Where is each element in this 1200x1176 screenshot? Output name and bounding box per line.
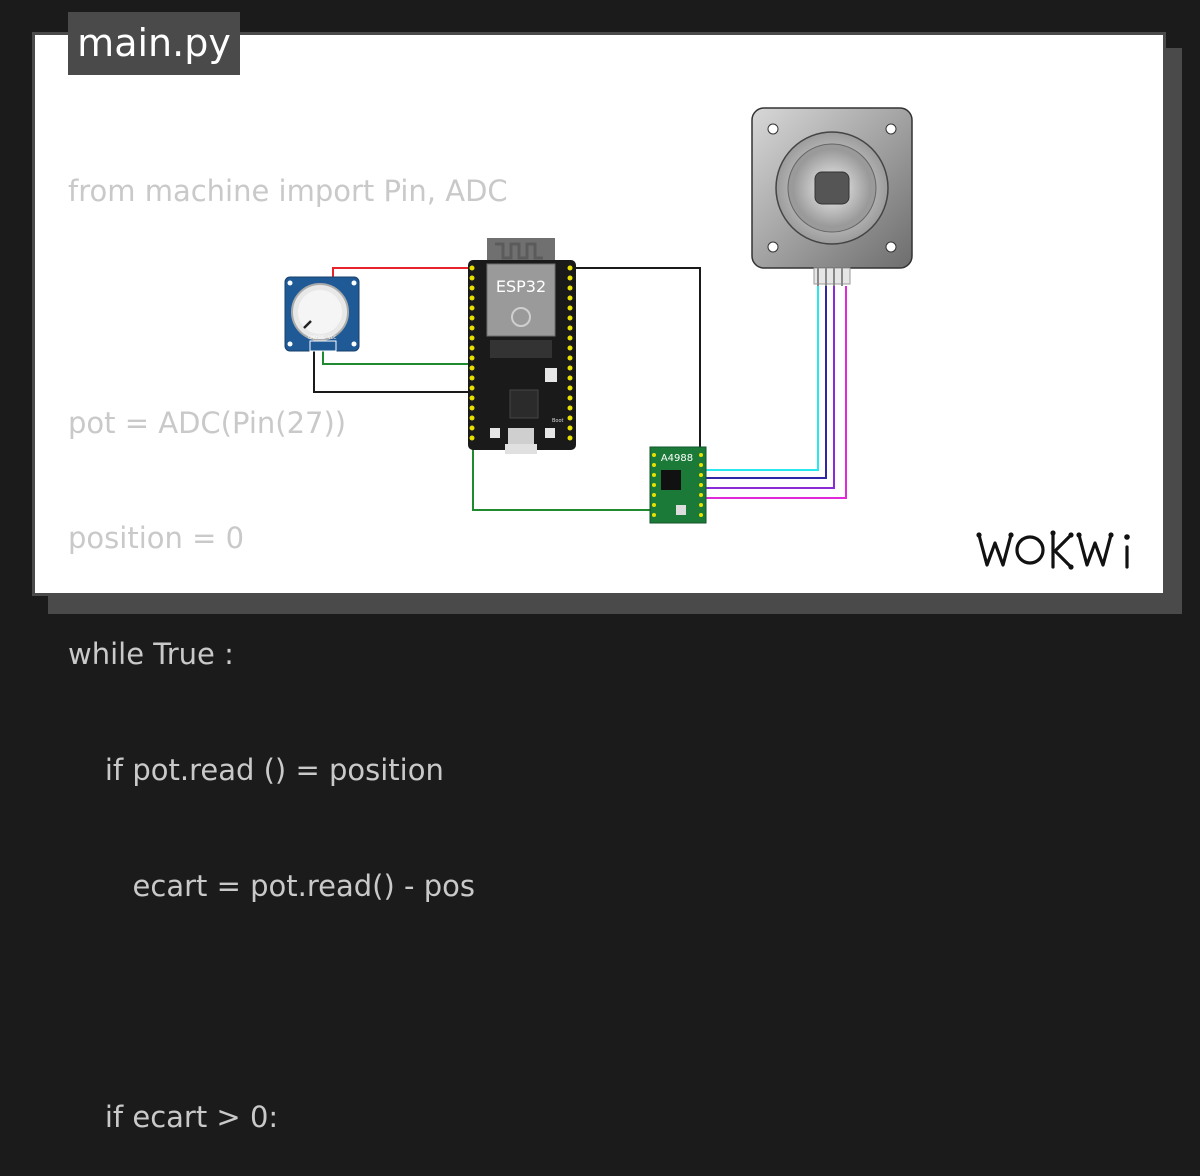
pot-pin-sig: SIG — [318, 335, 325, 340]
esp32-board[interactable]: ESP32 Boot — [468, 238, 576, 454]
code-line: while True : — [68, 637, 234, 672]
code-line: if pot.read () = position — [68, 752, 444, 787]
wire-green — [472, 440, 652, 511]
code-line: if ecart > 0: — [68, 1100, 279, 1135]
a4988-driver[interactable]: A4988 — [649, 446, 707, 524]
stepper-motor[interactable] — [751, 107, 913, 286]
esp32-label: ESP32 — [496, 277, 546, 296]
driver-label: A4988 — [661, 453, 693, 464]
wires — [313, 267, 847, 511]
wokwi-logo — [976, 530, 1130, 570]
wire-purple — [700, 286, 835, 489]
wire-blue — [700, 286, 827, 479]
code-line: ecart = pot.read() - pos — [68, 868, 475, 903]
circuit-diagram: GND SIG VCC ESP32 Boot — [284, 107, 913, 524]
pot-pin-gnd: GND — [308, 335, 317, 340]
file-tab[interactable]: main.py — [68, 12, 240, 75]
code-line: from machine import Pin, ADC — [68, 174, 508, 208]
potentiometer[interactable]: GND SIG VCC — [284, 276, 360, 352]
wire-red — [332, 267, 472, 280]
wire-cyan — [700, 286, 819, 471]
code-line: pot = ADC(Pin(27)) — [68, 405, 347, 440]
preview-card — [32, 32, 1166, 596]
code-line: position = 0 — [68, 521, 245, 556]
code-line — [68, 979, 508, 1027]
wire-magenta — [700, 286, 847, 499]
pot-pin-vcc: VCC — [328, 335, 337, 340]
esp32-boot-label: Boot — [552, 418, 564, 424]
wire-black — [570, 267, 701, 452]
wire-black — [313, 342, 472, 393]
